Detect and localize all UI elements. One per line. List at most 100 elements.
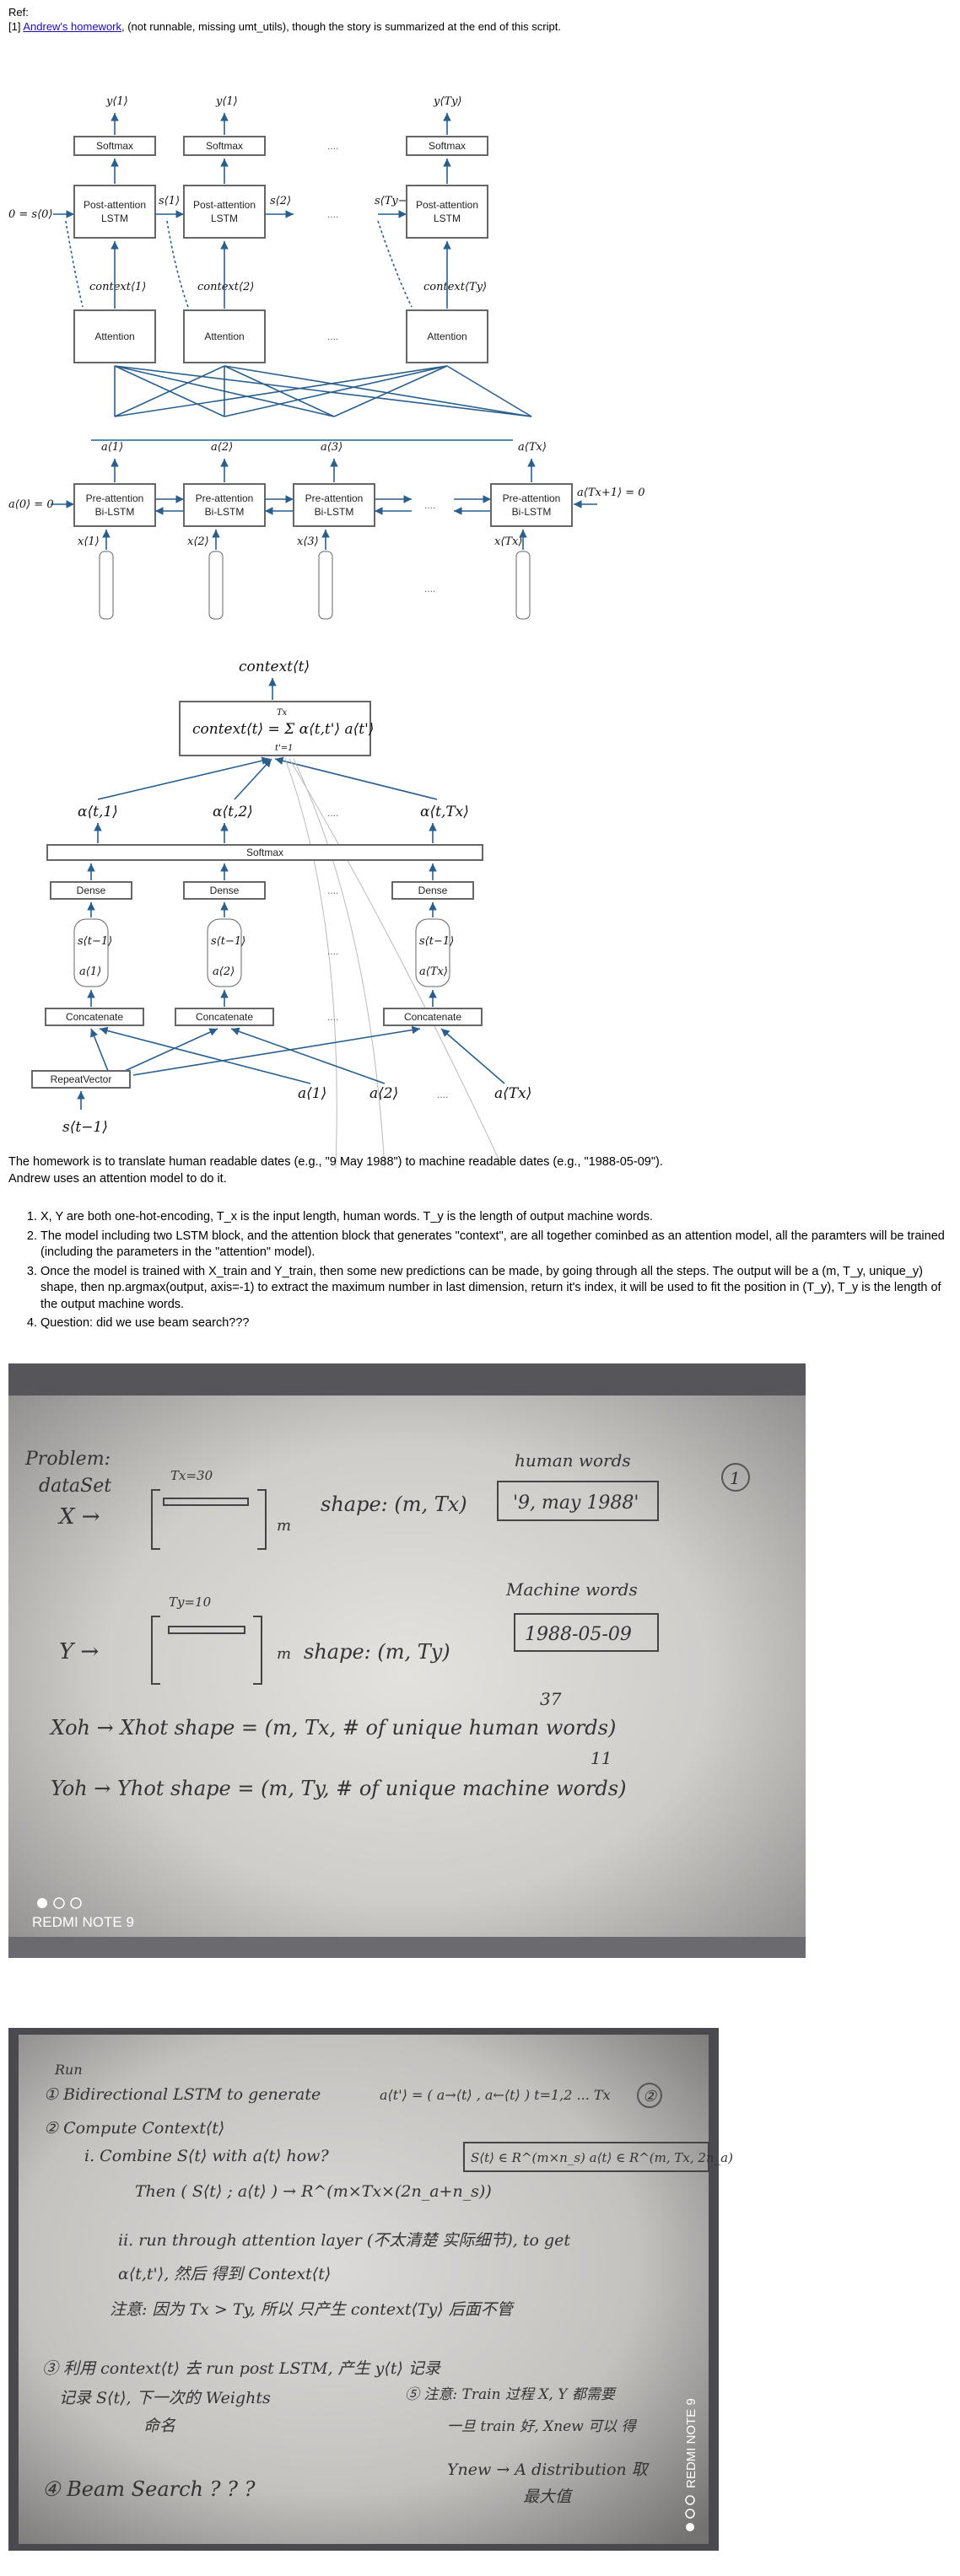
concatenate-label-1: Concatenate — [66, 1011, 123, 1023]
ellipsis: .... — [327, 945, 338, 957]
list-item: X, Y are both one-hot-encoding, T_x is t… — [40, 1209, 960, 1226]
human-words-label: human words — [515, 1450, 631, 1471]
pre-attention-bilstm-3 — [293, 483, 375, 527]
xTx-label: x⟨Tx⟩ — [494, 535, 522, 548]
dataset-label: dataSet — [39, 1476, 111, 1497]
camera-watermark-1: REDMI NOTE 9 — [32, 1914, 134, 1930]
s0-label: 0 = s⟨0⟩ — [8, 208, 53, 221]
attention-box-3 — [406, 309, 488, 363]
post-lstm-line1: Post-attention — [84, 199, 146, 211]
dense-box-1 — [50, 881, 132, 900]
ty-label: Ty=10 — [169, 1595, 212, 1610]
concatenate-box-2 — [175, 1008, 274, 1026]
attention-model-diagram: y⟨1⟩ y⟨1⟩ y⟨Ty⟩ Softmax Softmax .... Sof… — [7, 69, 645, 634]
ref-suffix: , (not runnable, missing umt_utils), tho… — [121, 20, 561, 33]
input-aTx: a⟨Tx⟩ — [494, 1085, 531, 1102]
softmax-bar-label: Softmax — [246, 847, 283, 858]
context-output: context⟨t⟩ — [239, 659, 310, 675]
machine-words-label: Machine words — [505, 1579, 638, 1600]
x3-label: x⟨3⟩ — [297, 535, 319, 548]
post-attention-lstm-3 — [406, 185, 488, 239]
xoh-line: Xoh → Xhot shape = (m, Tx, # of unique h… — [49, 1716, 616, 1740]
step2-combine: i. Combine S⟨t⟩ with a⟨t⟩ how? — [84, 2147, 329, 2165]
concat-vector-2 — [207, 918, 242, 987]
input-a2: a⟨2⟩ — [369, 1085, 398, 1102]
concat-vector-1 — [73, 918, 109, 987]
ref-prefix: [1] — [8, 20, 24, 33]
ellipsis: .... — [327, 885, 338, 896]
pre-lstm-line1: Pre-attention — [86, 492, 144, 504]
aTx1-label: a⟨Tx+1⟩ = 0 — [577, 487, 645, 499]
softmax-label-1: Softmax — [96, 140, 133, 152]
post-lstm-line2: LSTM — [211, 212, 238, 224]
output-y2: y⟨1⟩ — [215, 95, 238, 108]
alpha-to-context-arrows — [97, 756, 438, 800]
aTx-label: a⟨Tx⟩ — [518, 441, 547, 454]
attention-label-3: Attention — [427, 331, 467, 342]
step2-shapes-box: S⟨t⟩ ∈ R^(m×n_s) a⟨t⟩ ∈ R^(m, Tx, 2n_a) — [471, 2150, 733, 2165]
reference-block: Ref: [1] Andrew's homework, (not runnabl… — [8, 5, 561, 34]
m-label-1: m — [277, 1517, 291, 1535]
a0-label: a⟨0⟩ = 0 — [8, 498, 54, 511]
summary-list: X, Y are both one-hot-encoding, T_x is t… — [17, 1209, 960, 1335]
attention-connections — [91, 365, 532, 441]
concatenate-label-3: Concatenate — [404, 1011, 461, 1023]
tx-label: Tx=30 — [170, 1468, 213, 1483]
problem-label: Problem: — [24, 1449, 111, 1470]
pre-attention-bilstm-4 — [490, 483, 573, 527]
concatenate-box-1 — [45, 1008, 144, 1026]
post-attention-lstm-2 — [183, 185, 266, 239]
list-item: Once the model is trained with X_train a… — [40, 1264, 960, 1314]
concat-vector-3 — [415, 918, 450, 987]
s-prev-3: s⟨t−1⟩ — [419, 935, 454, 948]
y-arrow: Y → — [59, 1639, 99, 1664]
softmax-box-3 — [406, 136, 488, 156]
attention-box-2 — [183, 309, 266, 363]
pre-lstm-line2: Bi-LSTM — [205, 506, 245, 518]
count-11: 11 — [591, 1748, 612, 1768]
sum-lower: t'=1 — [275, 744, 294, 753]
concatenate-label-2: Concatenate — [196, 1011, 253, 1023]
dense-box-2 — [183, 881, 266, 900]
dense-label-3: Dense — [418, 885, 448, 896]
ref-heading: Ref: — [8, 6, 29, 19]
step2-alpha: α⟨t,t'⟩, 然后 得到 Context⟨t⟩ — [118, 2265, 331, 2283]
alpha-Tx: α⟨t,Tx⟩ — [420, 804, 469, 820]
andrews-homework-link[interactable]: Andrew's homework — [23, 20, 121, 33]
camera-watermark-2: REDMI NOTE 9 — [684, 2398, 698, 2488]
step3-name: 命名 — [143, 2417, 176, 2435]
post-lstm-line1: Post-attention — [416, 199, 478, 211]
a-vec-1: a⟨1⟩ — [79, 965, 101, 978]
context-2: context⟨2⟩ — [197, 281, 254, 293]
list-item: The model including two LSTM block, and … — [40, 1229, 960, 1261]
alpha-2: α⟨t,2⟩ — [213, 804, 253, 820]
softmax-box-2 — [183, 136, 266, 156]
intro-text: The homework is to translate human reada… — [8, 1154, 936, 1187]
context-formula: context⟨t⟩ = Σ α⟨t,t'⟩ a⟨t'⟩ — [192, 721, 374, 738]
output-yTy: y⟨Ty⟩ — [433, 95, 462, 108]
s-prev-input: s⟨t−1⟩ — [62, 1119, 108, 1136]
pre-lstm-line2: Bi-LSTM — [315, 506, 354, 518]
sum-upper: Tx — [277, 708, 288, 718]
post-lstm-line2: LSTM — [434, 212, 461, 224]
softmax-bar — [46, 844, 483, 861]
step3-text: ③ 利用 context⟨t⟩ 去 run post LSTM, 产生 y⟨t⟩… — [42, 2359, 442, 2378]
handwritten-notes-photo-1: Problem: dataSet X → Tx=30 m shape: (m, … — [8, 1363, 806, 1958]
pre-attention-bilstm-2 — [183, 483, 266, 527]
pre-lstm-line1: Pre-attention — [196, 492, 254, 504]
ellipsis: .... — [437, 1089, 448, 1100]
x1-label: x⟨1⟩ — [78, 535, 100, 548]
a-vec-2: a⟨2⟩ — [213, 965, 235, 978]
step2-note: 注意: 因为 Tx > Ty, 所以 只产生 context⟨Ty⟩ 后面不管 — [110, 2300, 515, 2319]
a1-label: a⟨1⟩ — [101, 441, 123, 454]
dense-label-2: Dense — [210, 885, 240, 896]
post-lstm-line1: Post-attention — [193, 199, 256, 211]
s2-label: s⟨2⟩ — [270, 195, 291, 207]
step1-formula: a⟨t'⟩ = ( a→⟨t⟩ , a←⟨t⟩ ) t=1,2 ... Tx — [380, 2087, 611, 2103]
dense-label-1: Dense — [77, 885, 106, 896]
page-number-2: ② — [643, 2088, 657, 2105]
step3-record: 记录 S⟨t⟩, 下一次的 Weights — [59, 2389, 271, 2407]
x2-label: x⟨2⟩ — [187, 535, 209, 548]
repeat-to-concat-arrows — [90, 1025, 505, 1084]
context-Ty: context⟨Ty⟩ — [423, 281, 487, 293]
